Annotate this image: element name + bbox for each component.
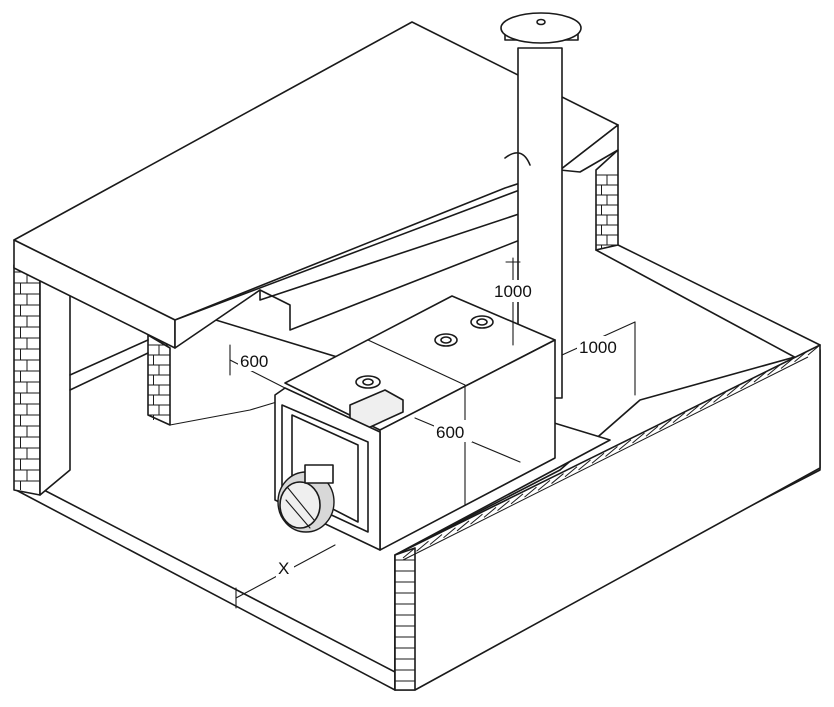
brick-joint xyxy=(753,371,767,383)
left-wall-bricks xyxy=(14,271,40,490)
port-3-inner xyxy=(362,378,374,386)
label-front-distance: X xyxy=(278,559,289,578)
brick-joint xyxy=(537,479,551,491)
brick-joint xyxy=(591,452,605,464)
brick-joint xyxy=(672,412,686,424)
label-left-clearance: 600 xyxy=(240,352,268,371)
brick-joint xyxy=(605,446,618,457)
label-rear-clearance: 1000 xyxy=(579,338,617,357)
brick-joint xyxy=(483,507,497,518)
brick-joint xyxy=(659,419,672,430)
burner-face xyxy=(279,481,321,529)
brick-joint xyxy=(618,439,632,451)
brick-joint xyxy=(578,459,591,471)
brick-joint xyxy=(510,493,524,505)
flue-collar xyxy=(504,152,531,166)
brick-joint xyxy=(416,540,429,552)
brick-joint xyxy=(551,473,564,484)
brick-joint xyxy=(443,527,456,539)
pillar-bricks xyxy=(148,344,170,420)
label-bg-top xyxy=(492,280,542,302)
brick-course xyxy=(402,356,809,561)
port-2-inner xyxy=(476,318,488,326)
brick-joint xyxy=(713,391,726,403)
brick-joint xyxy=(767,364,780,376)
brick-joint xyxy=(740,378,753,390)
brick-joint xyxy=(794,351,807,363)
brick-joint xyxy=(632,432,645,444)
brick-joint xyxy=(686,405,699,417)
flue-cap-hole xyxy=(536,18,546,26)
front-wall-bricks xyxy=(395,344,821,682)
boiler-top-seam xyxy=(367,339,466,386)
brick-joint xyxy=(402,547,416,559)
label-bg-x xyxy=(276,557,294,579)
flue-cap xyxy=(500,12,582,44)
right-back-wall-bricks xyxy=(596,174,618,248)
burner-line-2 xyxy=(285,499,311,529)
port-1-inner xyxy=(440,336,452,344)
burner-line-1 xyxy=(287,487,315,521)
brick-joint xyxy=(780,358,794,369)
label-top-clearance: 1000 xyxy=(494,282,532,301)
label-front-clearance: 600 xyxy=(436,423,464,442)
label-bg-left xyxy=(238,351,276,371)
burner-mount xyxy=(304,464,334,484)
brick-joint xyxy=(645,425,659,437)
front-wall-end xyxy=(394,547,416,691)
label-bg-rear xyxy=(577,336,627,358)
left-wall-inner-face xyxy=(39,261,71,496)
brick-joint xyxy=(429,534,443,545)
brick-joint xyxy=(699,398,713,410)
brick-joint xyxy=(564,466,578,478)
label-bg-front xyxy=(434,420,472,442)
right-wall-top xyxy=(595,244,821,361)
brick-joint xyxy=(524,486,537,498)
brick-joint xyxy=(497,500,510,512)
brick-joint xyxy=(470,513,483,525)
brick-joint xyxy=(726,385,740,396)
pipe-rail-lower xyxy=(69,352,149,391)
brick-joint xyxy=(807,344,821,356)
pipe-rail xyxy=(69,339,149,376)
beam-edge xyxy=(259,239,521,331)
brick-joint xyxy=(456,520,470,532)
